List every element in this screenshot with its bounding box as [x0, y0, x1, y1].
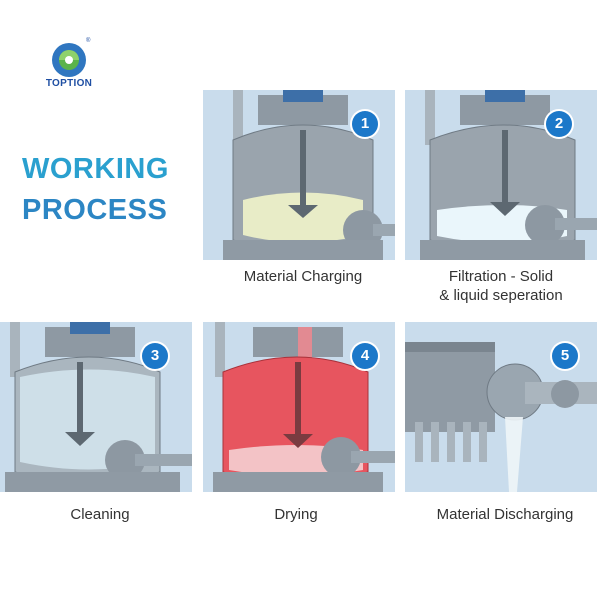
step-5-image: 5	[405, 322, 597, 492]
logo-brand-text: TOPTION	[45, 78, 93, 89]
headline-process: PROCESS	[22, 194, 168, 226]
step-2-badge: 2	[546, 111, 572, 137]
step-2-image: 2	[405, 90, 597, 260]
step-1-badge: 1	[352, 111, 378, 137]
brand-logo: ® TOPTION	[34, 38, 104, 94]
step-4-image: 4	[203, 322, 395, 492]
step-5-caption: Material Discharging	[436, 506, 574, 523]
step-2-caption-line1: Filtration - Solid	[448, 268, 554, 285]
registered-mark: ®	[86, 38, 91, 44]
step-5-badge: 5	[552, 343, 578, 369]
step-4-badge: 4	[352, 343, 378, 369]
step-4-caption: Drying	[274, 506, 318, 523]
step-3-caption: Cleaning	[70, 506, 130, 523]
headline-working: WORKING	[22, 153, 169, 185]
step-1-image: 1	[203, 90, 395, 260]
step-3-badge: 3	[142, 343, 168, 369]
logo-gear-icon	[52, 43, 86, 77]
step-2-caption-line2: & liquid seperation	[439, 287, 563, 304]
step-1-caption: Material Charging	[243, 268, 363, 285]
step-3-image: 3	[0, 322, 192, 492]
